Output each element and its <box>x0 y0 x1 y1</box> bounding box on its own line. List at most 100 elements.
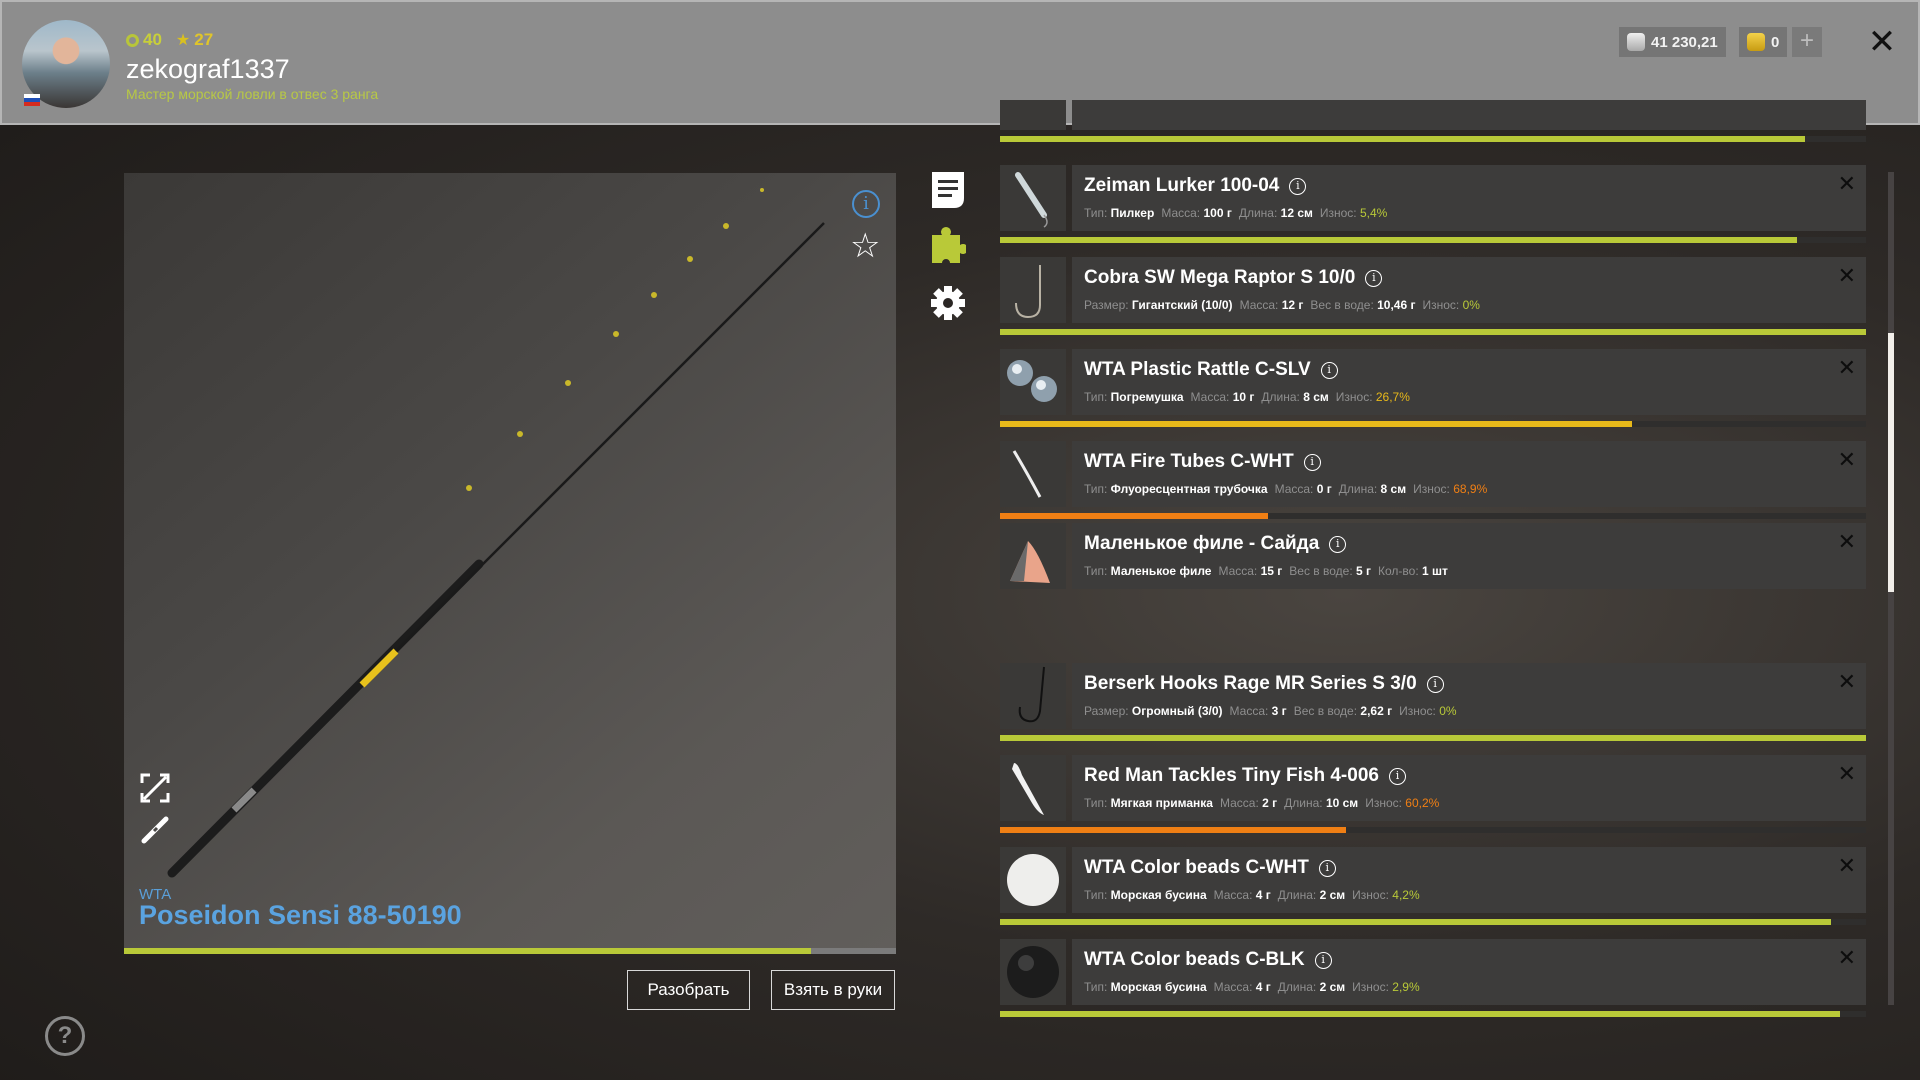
property-label: Тип: <box>1084 796 1111 810</box>
take-in-hands-button[interactable]: Взять в руки <box>771 970 895 1010</box>
remove-item-close-icon[interactable]: ✕ <box>1837 263 1856 288</box>
property-value: 2 г <box>1262 796 1278 810</box>
item-name: Маленькое филе - Сайда <box>1084 533 1320 554</box>
remove-item-close-icon[interactable]: ✕ <box>1837 171 1856 196</box>
wear-bar-fill <box>1000 919 1832 925</box>
remove-item-close-icon[interactable]: ✕ <box>1837 761 1856 786</box>
property-label: Вес в воде: <box>1293 704 1361 718</box>
settings-gear-icon[interactable] <box>930 283 966 323</box>
property-label: Тип: <box>1084 980 1111 994</box>
favorite-star-icon[interactable]: ☆ <box>850 227 881 265</box>
info-icon[interactable]: i <box>1426 676 1444 693</box>
disassemble-button[interactable]: Разобрать <box>627 970 750 1010</box>
avatar[interactable] <box>22 20 110 108</box>
help-icon[interactable]: ? <box>45 1016 85 1056</box>
property-value: Пилкер <box>1110 206 1155 220</box>
wear-bar <box>1000 237 1866 243</box>
close-icon[interactable]: ✕ <box>1867 23 1897 61</box>
item-thumbnail <box>1000 523 1066 589</box>
info-icon[interactable]: i <box>1320 362 1338 379</box>
property-label: Кол-во: <box>1378 564 1423 578</box>
customize-tool-icon[interactable] <box>140 815 170 845</box>
list-scrollbar[interactable] <box>1888 172 1894 1005</box>
property-label: Длина: <box>1284 796 1326 810</box>
property-label: Масса: <box>1239 298 1282 312</box>
property-label: Масса: <box>1274 482 1317 496</box>
property-label: Тип: <box>1084 564 1111 578</box>
list-item[interactable]: Маленькое филе - Сайда i Тип: Маленькое ф… <box>1000 523 1866 589</box>
rod-viewer[interactable]: i ☆ WTA Poseidon Sensi 88-50190 <box>124 173 896 948</box>
property-value: 1 шт <box>1422 564 1448 578</box>
level-value: 40 <box>143 30 162 49</box>
wear-label: Износ: <box>1399 704 1440 718</box>
wear-value: 26,7% <box>1375 390 1410 404</box>
wear-value: 60,2% <box>1405 796 1440 810</box>
remove-item-close-icon[interactable]: ✕ <box>1837 669 1856 694</box>
remove-item-close-icon[interactable]: ✕ <box>1837 447 1856 472</box>
add-gold-button[interactable]: + <box>1792 27 1822 57</box>
notes-document-icon[interactable] <box>930 170 966 210</box>
item-thumbnail <box>1000 663 1066 729</box>
property-value: 2 см <box>1319 980 1346 994</box>
item-name: Red Man Tackles Tiny Fish 4-006 <box>1084 765 1379 786</box>
rod-wear-fill <box>124 948 812 954</box>
puzzle-assembly-icon[interactable] <box>930 225 966 265</box>
info-icon[interactable]: i <box>1314 952 1332 969</box>
property-value: Морская бусина <box>1110 888 1207 902</box>
info-icon[interactable]: i <box>1303 454 1321 471</box>
property-label: Масса: <box>1161 206 1204 220</box>
silver-value: 41 230,21 <box>1651 33 1718 51</box>
property-value: Погремушка <box>1110 390 1184 404</box>
item-name: WTA Color beads C-WHT <box>1084 857 1309 878</box>
remove-item-close-icon[interactable]: ✕ <box>1837 945 1856 970</box>
info-icon[interactable]: i <box>1388 768 1406 785</box>
property-label: Вес в воде: <box>1289 564 1357 578</box>
info-icon[interactable]: i <box>852 190 880 218</box>
stars-stat: ★ 27 <box>176 30 213 50</box>
rod-brand: WTA <box>139 886 172 903</box>
remove-item-close-icon[interactable]: ✕ <box>1837 355 1856 380</box>
item-thumbnail <box>1000 939 1066 1005</box>
item-cell: Маленькое филе - Сайда i Тип: Маленькое ф… <box>1072 523 1866 589</box>
wear-bar-fill <box>1000 1011 1841 1017</box>
wear-value: 68,9% <box>1453 482 1488 496</box>
property-value: 8 см <box>1303 390 1329 404</box>
level-ring-icon <box>126 33 139 47</box>
wear-bar <box>1000 421 1866 427</box>
info-icon[interactable]: i <box>1365 270 1383 287</box>
property-label: Масса: <box>1213 980 1256 994</box>
wear-bar <box>1000 1011 1866 1017</box>
item-thumbnail <box>1000 257 1066 323</box>
list-item-partial[interactable] <box>1000 100 1866 142</box>
info-icon[interactable]: i <box>1289 178 1307 195</box>
wear-label: Износ: <box>1413 482 1454 496</box>
remove-item-close-icon[interactable]: ✕ <box>1837 853 1856 878</box>
info-icon[interactable]: i <box>1318 860 1336 877</box>
info-icon[interactable]: i <box>1329 536 1347 553</box>
property-label: Тип: <box>1084 206 1111 220</box>
property-label: Длина: <box>1261 390 1304 404</box>
scrollbar-thumb[interactable] <box>1888 333 1894 592</box>
item-thumbnail <box>1000 100 1066 130</box>
remove-item-close-icon[interactable]: ✕ <box>1837 529 1856 554</box>
fullscreen-expand-icon[interactable] <box>140 773 170 803</box>
item-thumbnail <box>1000 441 1066 507</box>
star-icon: ★ <box>175 32 191 49</box>
